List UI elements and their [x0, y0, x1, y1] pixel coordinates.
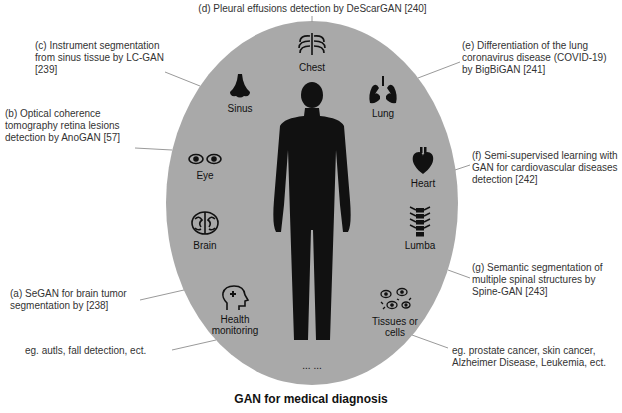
- annotation: (a) SeGAN for brain tumor segmentation b…: [10, 288, 140, 312]
- organ-label: Eye: [185, 170, 225, 181]
- organ-label: Heart: [398, 178, 448, 189]
- leader-line: [448, 270, 470, 278]
- annotation: (f) Semi-supervised learning with GAN fo…: [472, 150, 620, 186]
- body-ellipse: ChestSinus LungEyeHeartBrain LumbaHealth m…: [166, 21, 458, 385]
- ellipse-shape: [166, 21, 458, 385]
- annotation: (e) Differentiation of the lung coronavi…: [462, 40, 618, 76]
- organ-label: Health monitoring: [203, 314, 267, 336]
- annotation: eg. prostate cancer, skin cancer, Alzhei…: [452, 345, 618, 369]
- leader-line: [135, 148, 172, 150]
- organ-label: ... ...: [287, 360, 337, 371]
- annotation: (b) Optical coherence tomography retina …: [5, 108, 133, 144]
- figure-title: GAN for medical diagnosis: [0, 392, 622, 406]
- organ-label: Tissues or cells: [367, 316, 423, 338]
- organ-label: Lung: [358, 108, 408, 119]
- annotation: eg. autls, fall detection, ect.: [25, 345, 175, 357]
- leader-line: [140, 290, 184, 300]
- annotation: (c) Instrument segmentation from sinus t…: [35, 40, 167, 76]
- leader-line: [412, 335, 448, 348]
- organ-label: Brain: [180, 240, 230, 251]
- annotation: (g) Semantic segmentation of multiple sp…: [472, 262, 620, 298]
- organ-label: Chest: [282, 62, 342, 73]
- leader-line: [418, 62, 460, 78]
- leader-line: [455, 165, 470, 170]
- leader-line: [172, 340, 216, 350]
- organ-label: Lumba: [395, 240, 445, 251]
- organ-label: Sinus: [215, 103, 265, 114]
- leader-line: [165, 72, 200, 86]
- annotation: (d) Pleural effusions detection by DeSca…: [195, 3, 430, 15]
